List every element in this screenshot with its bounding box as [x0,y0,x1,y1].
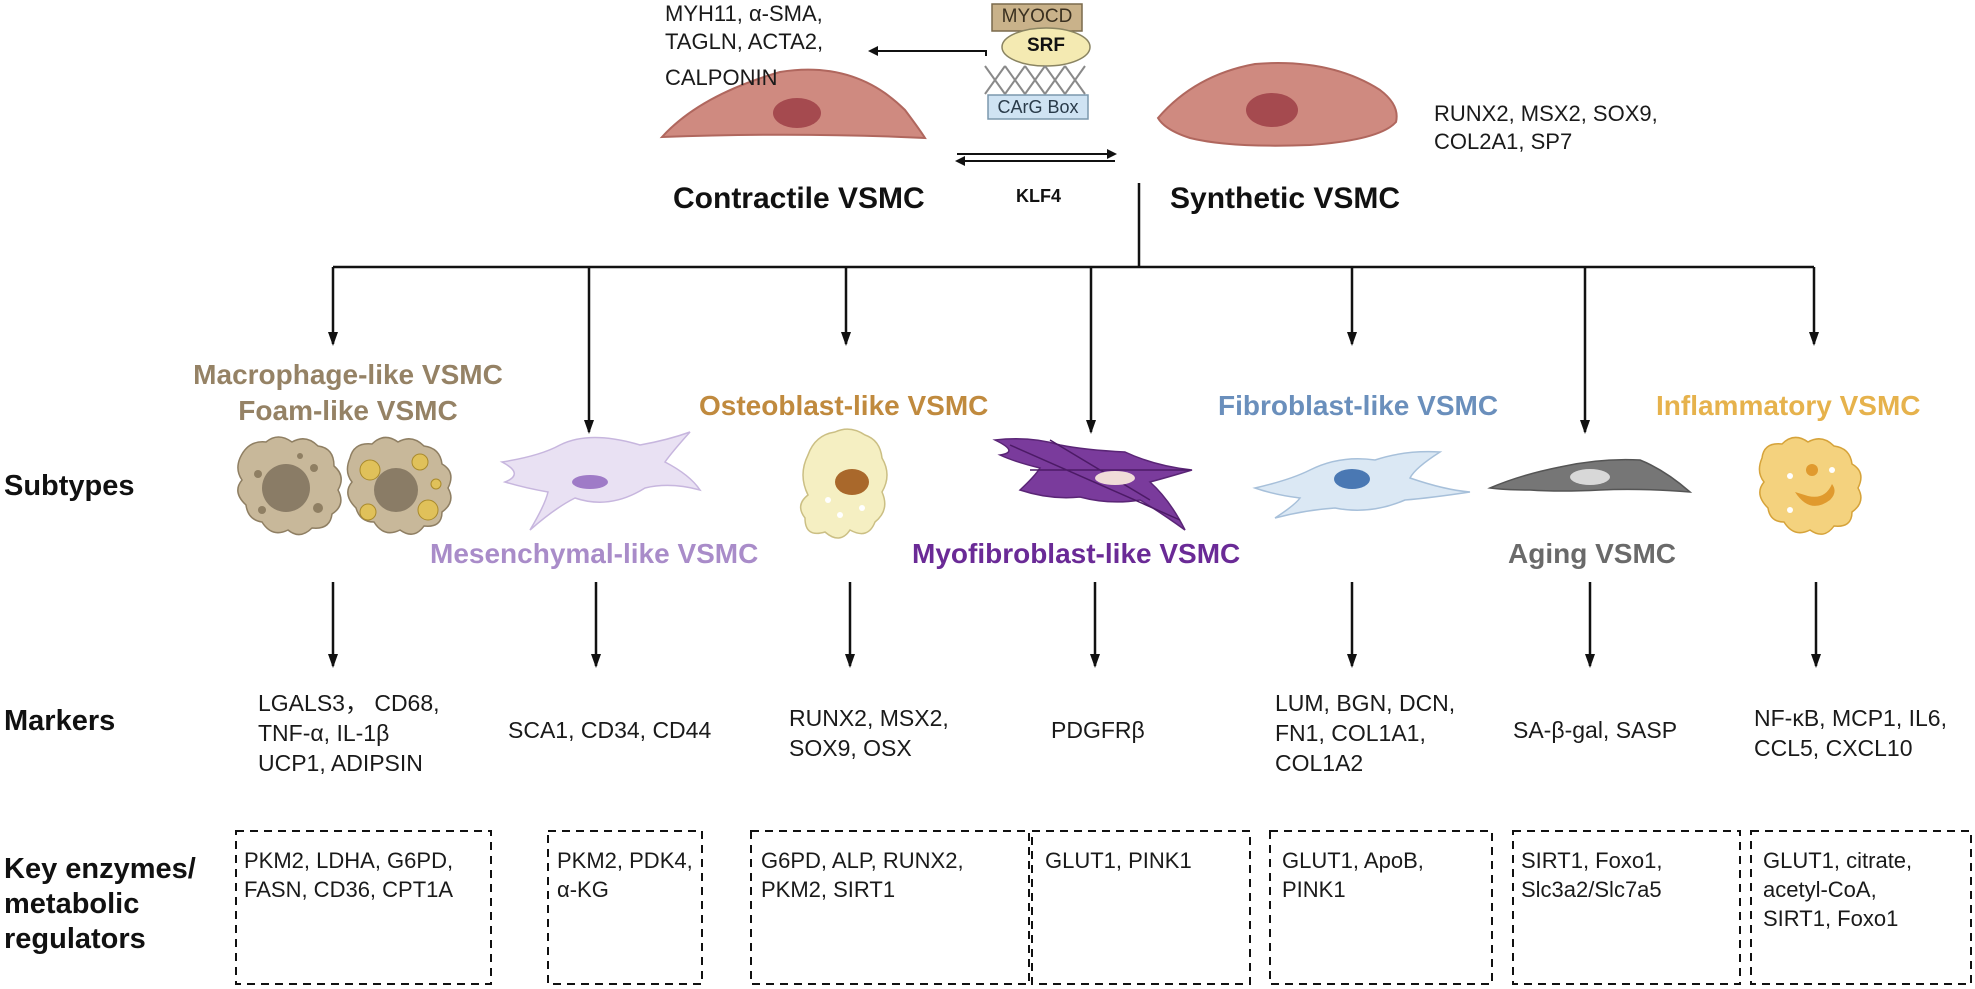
subtype-macrophage-title: Macrophage-like VSMC Foam-like VSMC [176,357,520,429]
enzymes-aging: SIRT1, Foxo1, Slc3a2/Slc7a5 [1521,846,1662,904]
subtype-macrophage-line-2: Foam-like VSMC [238,395,458,426]
enzyme-macrophage-line-2: FASN, CD36, CPT1A [244,877,454,902]
row-label-subtypes: Subtypes [4,470,135,502]
row-label-enzymes-line-3: regulators [4,923,146,955]
markers-aging: SA-β-gal, SASP [1513,715,1677,745]
enzyme-mesenchymal-line-2: α-KG [557,877,609,902]
enzymes-fibroblast: GLUT1, ApoB, PINK1 [1282,846,1424,904]
marker-fibroblast-line-2: FN1, COL1A1, [1275,720,1426,746]
enzymes-inflammatory: GLUT1, citrate, acetyl-CoA, SIRT1, Foxo1 [1763,846,1912,933]
enzyme-osteoblast-line-2: PKM2, SIRT1 [761,877,896,902]
enzyme-mesenchymal-line-1: PKM2, PDK4, [557,848,693,873]
marker-macrophage-line-3: UCP1, ADIPSIN [258,750,423,776]
contractile-marker-line-2: TAGLN, ACTA2, [665,29,824,54]
inflammatory-cell-icon [1758,436,1862,535]
klf4-label: KLF4 [1016,186,1061,206]
synthetic-marker-line-2: COL2A1, SP7 [1434,129,1573,154]
marker-fibroblast-line-3: COL1A2 [1275,750,1364,776]
enzyme-aging-line-1: SIRT1, Foxo1, [1521,848,1663,873]
fibroblast-cell-icon [1252,450,1471,519]
subtype-osteoblast-title: Osteoblast-like VSMC [699,390,989,421]
synthetic-markers: RUNX2, MSX2, SOX9, COL2A1, SP7 [1434,100,1658,156]
row-label-markers: Markers [4,705,116,737]
enzyme-macrophage-line-1: PKM2, LDHA, G6PD, [244,848,454,873]
enzymes-osteoblast: G6PD, ALP, RUNX2, PKM2, SIRT1 [761,846,964,904]
enzymes-macrophage: PKM2, LDHA, G6PD, FASN, CD36, CPT1A [244,846,453,904]
markers-myofibroblast: PDGFRβ [1051,715,1145,745]
myocd-label: MYOCD [1001,6,1073,27]
carg-box [987,94,1089,120]
enzyme-inflammatory-line-2: acetyl-CoA, [1763,877,1877,902]
macrophage-cell-icon [237,436,342,536]
enzyme-fibroblast-line-1: GLUT1, ApoB, [1282,848,1424,873]
subtype-myofibroblast-title: Myofibroblast-like VSMC [912,538,1241,569]
synthetic-marker-line-1: RUNX2, MSX2, SOX9, [1434,101,1658,126]
markers-fibroblast: LUM, BGN, DCN, FN1, COL1A1, COL1A2 [1275,688,1455,778]
row-label-enzymes-line-1: Key enzymes/ [4,853,196,885]
subtype-inflammatory-title: Inflammatory VSMC [1656,390,1921,421]
enzymes-mesenchymal: PKM2, PDK4, α-KG [557,846,693,904]
markers-inflammatory: NF-κB, MCP1, IL6, CCL5, CXCL10 [1754,703,1947,763]
synthetic-title: Synthetic VSMC [1170,182,1401,215]
marker-myofibroblast-line-1: PDGFRβ [1051,717,1145,743]
contractile-marker-line-1: MYH11, α-SMA, [665,1,823,26]
branch-arrows [328,267,1819,434]
enzyme-boxes [235,830,1972,985]
marker-arrows [328,582,1821,668]
osteoblast-cell-icon [799,428,888,539]
mesenchymal-cell-icon [499,431,702,531]
contractile-markers: MYH11, α-SMA, TAGLN, ACTA2, CALPONIN [665,0,823,92]
marker-osteoblast-line-2: SOX9, OSX [789,735,912,761]
markers-macrophage: LGALS3， CD68, TNF-α, IL-1β UCP1, ADIPSIN [258,688,440,778]
marker-fibroblast-line-1: LUM, BGN, DCN, [1275,690,1456,716]
foam-cell-icon [346,436,452,535]
synthetic-cell-icon [1156,62,1398,147]
myofibroblast-cell-icon [992,438,1193,531]
enzyme-osteoblast-line-1: G6PD, ALP, RUNX2, [761,848,964,873]
marker-macrophage-line-1: LGALS3， CD68, [258,690,440,716]
myocd-box [991,3,1083,32]
contractile-cell-icon [659,68,927,140]
enzymes-myofibroblast: GLUT1, PINK1 [1045,846,1192,875]
subtype-fibroblast-title: Fibroblast-like VSMC [1218,390,1499,421]
subtype-mesenchymal-title: Mesenchymal-like VSMC [430,538,759,569]
srf-to-markers-arrow [868,46,987,56]
marker-macrophage-line-2: TNF-α, IL-1β [258,720,390,746]
row-label-enzymes: Key enzymes/ metabolic regulators [4,852,196,957]
enzyme-myofibroblast-line-1: GLUT1, PINK1 [1045,848,1192,873]
branch-tree [333,183,1814,269]
marker-mesenchymal-line-1: SCA1, CD34, CD44 [508,717,712,743]
marker-inflammatory-line-1: NF-κB, MCP1, IL6, [1754,705,1947,731]
row-label-enzymes-line-2: metabolic [4,888,140,920]
carg-box-label: CArG Box [997,97,1079,117]
markers-mesenchymal: SCA1, CD34, CD44 [508,715,711,745]
marker-osteoblast-line-1: RUNX2, MSX2, [789,705,949,731]
srf-label: SRF [1027,35,1065,56]
subtype-aging-title: Aging VSMC [1508,538,1676,569]
enzyme-fibroblast-line-2: PINK1 [1282,877,1346,902]
contractile-marker-line-3: CALPONIN [665,65,778,90]
enzyme-aging-line-2: Slc3a2/Slc7a5 [1521,877,1662,902]
marker-inflammatory-line-2: CCL5, CXCL10 [1754,735,1913,761]
marker-aging-line-1: SA-β-gal, SASP [1513,717,1678,743]
dna-helix-icon [984,65,1086,95]
contractile-title: Contractile VSMC [673,182,925,215]
enzyme-inflammatory-line-1: GLUT1, citrate, [1763,848,1913,873]
aging-cell-icon [1487,458,1693,493]
markers-osteoblast: RUNX2, MSX2, SOX9, OSX [789,703,949,763]
enzyme-inflammatory-line-3: SIRT1, Foxo1 [1763,906,1899,931]
subtype-macrophage-line-1: Macrophage-like VSMC [193,359,503,390]
